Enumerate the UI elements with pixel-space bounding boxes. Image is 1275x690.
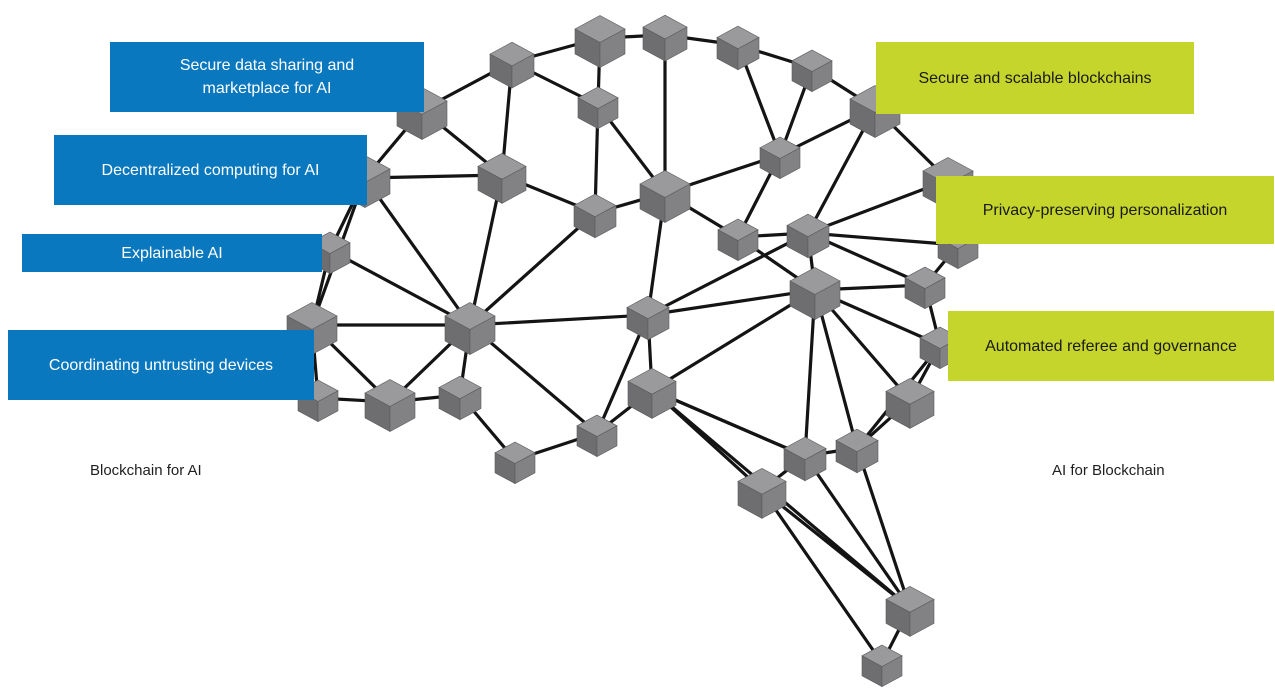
- cube-icon: [576, 414, 618, 458]
- label-scalable-blockchains: Secure and scalable blockchains: [876, 42, 1194, 114]
- cube-icon: [639, 170, 691, 224]
- cube-icon: [759, 136, 801, 180]
- cube-icon: [626, 295, 670, 341]
- label-line: Secure data sharing and: [179, 57, 355, 74]
- cube-icon: [717, 218, 759, 262]
- cube-icon: [789, 267, 841, 321]
- label-automated-referee: Automated referee and governance: [948, 311, 1274, 381]
- network-edge: [803, 454, 912, 610]
- cube-icon: [835, 428, 879, 474]
- cube-icon: [477, 153, 527, 204]
- network-edge: [468, 211, 597, 327]
- cube-icon: [364, 379, 416, 433]
- network-edge: [646, 288, 817, 317]
- label-line: Automated referee and governance: [985, 337, 1237, 355]
- cube-icon: [642, 14, 688, 62]
- cube-icon: [444, 302, 496, 356]
- network-edge: [760, 488, 884, 665]
- label-line: Privacy-preserving personalization: [982, 201, 1228, 219]
- network-edge: [363, 176, 472, 327]
- network-edge: [650, 288, 817, 392]
- label-privacy-personalization: Privacy-preserving personalization: [936, 176, 1274, 244]
- cube-icon: [861, 644, 903, 688]
- network-edge: [650, 388, 807, 458]
- cube-icon: [791, 49, 833, 93]
- label-secure-data-sharing: Secure data sharing and marketplace for …: [110, 42, 424, 112]
- network-edge: [813, 288, 859, 450]
- network-edge: [806, 231, 960, 247]
- network-edge: [328, 248, 472, 327]
- cube-icon: [438, 375, 482, 421]
- cube-icon: [885, 586, 935, 637]
- cube-icon: [574, 15, 626, 69]
- network-edge: [855, 446, 912, 610]
- label-line: Explainable AI: [121, 244, 223, 262]
- cube-icon: [885, 378, 935, 429]
- network-nodes: [286, 14, 979, 688]
- label-decentralized-computing: Decentralized computing for AI: [54, 135, 367, 205]
- label-line: marketplace for AI: [202, 80, 332, 97]
- label-line: Coordinating untrusting devices: [48, 356, 274, 374]
- caption-blockchain-for-ai: Blockchain for AI: [90, 462, 202, 479]
- cube-icon: [577, 86, 619, 130]
- cube-icon: [573, 193, 617, 239]
- cube-icon: [786, 213, 830, 259]
- cube-icon: [494, 441, 536, 485]
- label-line: Secure and scalable blockchains: [918, 69, 1152, 87]
- caption-ai-for-blockchain: AI for Blockchain: [1052, 462, 1165, 479]
- network-edge: [646, 231, 810, 317]
- cube-icon: [627, 368, 677, 419]
- network-edge: [468, 313, 650, 327]
- cube-icon: [904, 266, 946, 310]
- cube-icon: [783, 436, 827, 482]
- cube-icon: [489, 41, 535, 89]
- cube-icon: [716, 25, 760, 71]
- label-line: Decentralized computing for AI: [101, 161, 320, 179]
- cube-icon: [737, 468, 787, 519]
- label-explainable-ai: Explainable AI: [22, 234, 322, 272]
- label-coordinating-devices: Coordinating untrusting devices: [8, 330, 314, 400]
